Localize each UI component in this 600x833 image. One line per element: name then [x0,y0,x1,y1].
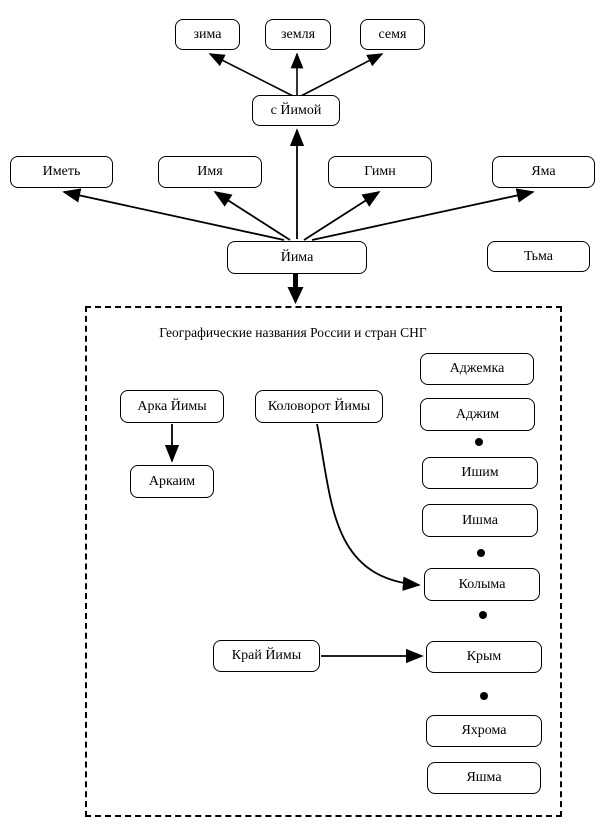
node-ishma: Ишма [422,504,538,537]
ellipsis-dot-icon [475,438,483,446]
node-arka-yimy: Арка Йимы [120,390,224,423]
node-kray-yimy: Край Йимы [213,640,320,672]
node-semya: семя [360,19,425,50]
node-gimn: Гимн [328,156,432,188]
node-adzhemka: Аджемка [420,353,534,385]
node-krym: Крым [426,641,542,673]
ellipsis-dot-icon [480,692,488,700]
node-yashma: Яшма [427,762,541,794]
arrow-yima-to-gimn [303,191,381,241]
thick-arrow-head [287,287,304,304]
node-tma: Тьма [487,241,590,272]
node-zemlya: земля [265,19,331,50]
arrow-yima-to-imet [62,188,285,241]
node-s-yimoy: с Йимой [252,95,340,126]
node-kolyma: Колыма [424,568,540,601]
node-ishim: Ишим [422,457,538,489]
node-arkaim: Аркаим [130,465,214,498]
node-adzhim: Аджим [420,398,535,431]
node-imet: Иметь [10,156,113,188]
geo-group-title: Географические названия России и стран С… [159,325,427,340]
node-yama: Яма [492,156,595,188]
ellipsis-dot-icon [479,611,487,619]
arrow-syimoy-to-zima [208,53,294,97]
arrow-yima-to-imya [213,191,291,241]
node-yakhroma: Яхрома [426,715,542,747]
ellipsis-dot-icon [477,549,485,557]
arrow-kolovorot-to-kolyma [316,423,421,591]
node-yima: Йима [227,241,367,274]
node-imya: Имя [158,156,262,188]
arrow-yima-to-yama [311,188,535,241]
arrow-syimoy-to-semya [300,53,384,97]
node-zima: зима [175,19,240,50]
node-kolovorot-yimy: Коловорот Йимы [255,390,383,423]
geo-group-container [85,306,562,817]
